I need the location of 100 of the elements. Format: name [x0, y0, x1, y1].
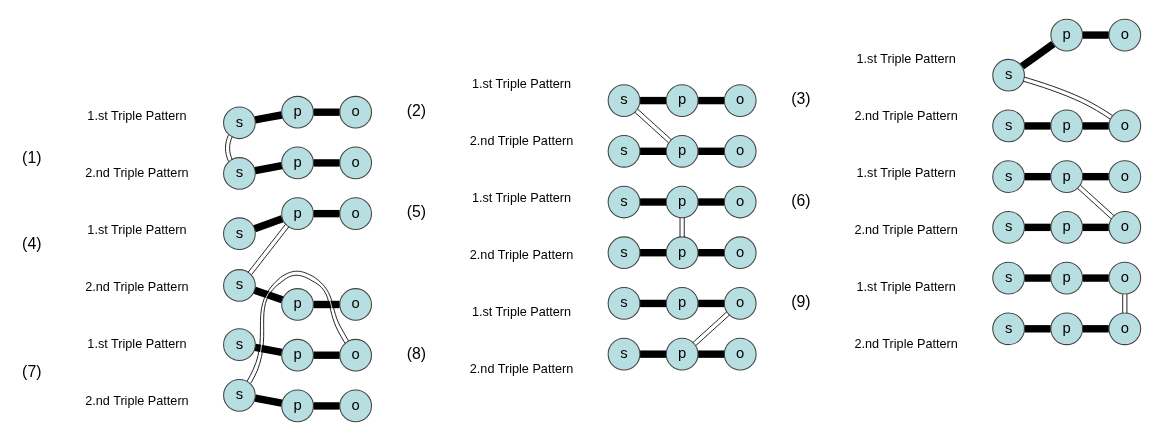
- connector: [1024, 274, 1051, 282]
- connector: [1082, 172, 1109, 181]
- node-circle: s: [223, 106, 256, 140]
- node-circle: p: [665, 134, 699, 168]
- connector: [640, 96, 667, 105]
- node-circle: s: [607, 185, 641, 219]
- connector: [1082, 274, 1109, 282]
- node-circle: o: [723, 236, 757, 270]
- node-circle: o: [339, 197, 373, 230]
- connector: [1082, 31, 1109, 39]
- node-circle: p: [281, 389, 314, 423]
- node-circle: p: [665, 236, 699, 270]
- connector: [313, 159, 340, 167]
- connector: [698, 350, 725, 358]
- label: 2.nd Triple Pattern: [854, 222, 958, 237]
- label: 2.nd Triple Pattern: [469, 134, 574, 149]
- node-circle: p: [665, 337, 699, 371]
- node-circle: o: [723, 287, 757, 320]
- connector: [640, 147, 667, 155]
- connector: [253, 215, 284, 233]
- node-circle: p: [1050, 211, 1084, 244]
- node-circle: s: [223, 217, 256, 251]
- node-circle: p: [281, 288, 314, 321]
- node-circle: p: [1050, 160, 1084, 194]
- connector: [640, 350, 667, 358]
- node-circle: p: [665, 84, 699, 117]
- label: 2.nd Triple Pattern: [85, 165, 189, 180]
- node-circle: o: [723, 134, 757, 168]
- connector: [692, 311, 730, 346]
- label: 2.nd Triple Pattern: [85, 393, 189, 408]
- connector: [1082, 325, 1109, 333]
- connector: [1082, 122, 1109, 130]
- node-circle: s: [223, 157, 256, 190]
- connector: [246, 270, 349, 384]
- label: 1.st Triple Pattern: [87, 222, 187, 237]
- label: (5): [406, 203, 427, 221]
- connector: [640, 198, 667, 206]
- label: (2): [406, 101, 427, 119]
- connector: [1019, 40, 1056, 70]
- node-circle: o: [339, 288, 373, 321]
- label: (9): [791, 293, 811, 311]
- connector: [1024, 122, 1051, 130]
- label: (4): [22, 235, 42, 253]
- connector: [254, 162, 283, 175]
- label: 1.st Triple Pattern: [856, 165, 956, 180]
- node-circle: p: [281, 197, 314, 230]
- connector: [253, 286, 284, 304]
- node-circle: o: [339, 146, 373, 180]
- node-circle: s: [992, 312, 1025, 346]
- connector: [254, 343, 283, 357]
- label: 1.st Triple Pattern: [856, 51, 956, 66]
- label: 2.nd Triple Pattern: [469, 362, 574, 377]
- label: 1.st Triple Pattern: [856, 279, 956, 294]
- label: (6): [791, 191, 811, 209]
- node-circle: p: [665, 287, 699, 320]
- node-circle: o: [1108, 211, 1142, 244]
- node-circle: p: [665, 185, 699, 219]
- connector: [313, 300, 340, 309]
- node-circle: s: [223, 269, 256, 302]
- node-circle: s: [607, 337, 641, 371]
- node-circle: p: [1050, 261, 1084, 295]
- connector: [254, 394, 283, 407]
- node-circle: s: [607, 134, 641, 168]
- label: 2.nd Triple Pattern: [85, 279, 189, 294]
- connector: [1024, 325, 1051, 333]
- connector: [640, 249, 667, 257]
- node-circle: p: [1050, 18, 1084, 52]
- node-circle: o: [339, 95, 373, 129]
- label: (8): [406, 344, 427, 362]
- node-circle: p: [281, 95, 314, 129]
- label: 1.st Triple Pattern: [87, 108, 187, 123]
- connector: [1024, 223, 1051, 232]
- connector: [247, 223, 290, 275]
- connector: [698, 96, 725, 105]
- node-circle: o: [339, 338, 373, 372]
- label: 1.st Triple Pattern: [471, 191, 572, 206]
- label: 2.nd Triple Pattern: [854, 336, 958, 351]
- node-circle: s: [223, 328, 256, 361]
- node-circle: s: [992, 261, 1025, 295]
- node-circle: s: [992, 160, 1025, 194]
- node-circle: o: [723, 185, 757, 219]
- node-circle: s: [223, 379, 256, 412]
- connector: [698, 299, 725, 308]
- connector: [698, 198, 725, 206]
- node-circle: s: [992, 109, 1025, 143]
- connector: [1122, 293, 1128, 314]
- label: 1.st Triple Pattern: [471, 77, 572, 92]
- node-circle: o: [1108, 160, 1142, 194]
- connector: [1024, 172, 1051, 181]
- label: 2.nd Triple Pattern: [854, 108, 958, 123]
- connector: [1023, 76, 1113, 120]
- node-circle: p: [281, 146, 314, 180]
- node-circle: o: [1108, 18, 1142, 52]
- connector: [313, 402, 340, 410]
- node-circle: o: [723, 84, 757, 117]
- node-circle: p: [281, 338, 314, 372]
- label: 2.nd Triple Pattern: [469, 248, 574, 263]
- connector: [634, 108, 672, 144]
- node-circle: p: [1050, 312, 1084, 346]
- node-circle: s: [992, 211, 1025, 244]
